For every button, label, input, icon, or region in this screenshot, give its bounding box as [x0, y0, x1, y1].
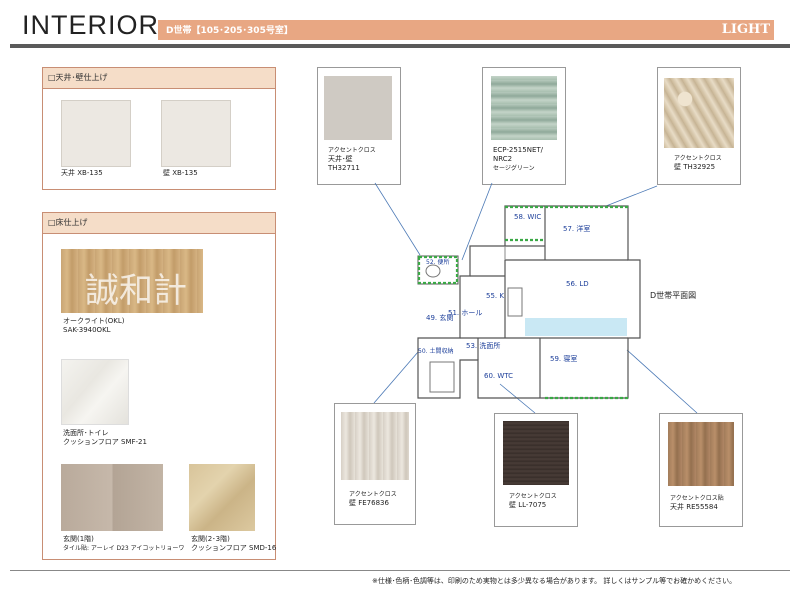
c2-line1: ECP-2515NET/ — [493, 146, 544, 154]
header-rule — [10, 44, 790, 48]
callout-ll7075: アクセントクロス 壁 LL-7075 — [494, 413, 578, 527]
oak-light-line1: オークライト(OKL) — [63, 317, 125, 325]
washroom-floor-swatch — [61, 359, 129, 425]
theme-label: LIGHT — [721, 22, 770, 37]
entrance-1f-line1: 玄関(1階) — [63, 535, 94, 543]
ceiling-swatch-label: 天井 XB-135 — [61, 169, 103, 177]
c2-line2: NRC2 — [493, 155, 513, 163]
c6-line2: 天井 RE55584 — [670, 503, 718, 511]
swatch-th32711 — [324, 76, 392, 140]
c6-line1: アクセントクロス貼 — [670, 495, 724, 502]
footer-rule — [10, 570, 790, 571]
c1-line1: アクセントクロス — [328, 147, 376, 154]
c4-line2: 壁 FE76836 — [349, 499, 389, 507]
page-title: INTERIOR — [22, 10, 160, 40]
swatch-fe76836 — [341, 412, 409, 480]
room-ld: 56. LD — [566, 280, 589, 288]
footer-note: ※仕様･色柄･色調等は、印刷のため実物とは多少異なる場合があります。 詳しくはサ… — [372, 577, 737, 585]
oak-light-swatch: 誠和計 — [61, 249, 203, 313]
washroom-line1: 洗面所･トイレ — [63, 429, 109, 437]
callout-th32711: アクセントクロス 天井･壁 TH32711 — [317, 67, 401, 185]
entrance-2f3f-line2: クッションフロア SMD-16 — [191, 544, 277, 552]
room-kitchen: 55. K — [486, 292, 504, 300]
ceiling-wall-panel: □天井･壁仕上げ 天井 XB-135 壁 XB-135 — [42, 67, 276, 190]
swatch-ecp — [491, 76, 557, 140]
entrance-2f3f-swatch — [189, 464, 255, 531]
callout-fe76836: アクセントクロス 壁 FE76836 — [334, 403, 416, 525]
room-storage: 50. 土間収納 — [418, 348, 454, 355]
callout-ecp: ECP-2515NET/ NRC2 セージグリーン — [482, 67, 566, 185]
leader-lines — [373, 182, 698, 414]
ceiling-wall-heading: □天井･壁仕上げ — [43, 68, 275, 89]
room-western: 57. 洋室 — [563, 225, 591, 233]
c1-line2: 天井･壁 — [328, 155, 353, 163]
c3-line2: 壁 TH32925 — [674, 163, 716, 171]
swatch-th32925 — [664, 78, 734, 148]
room-wtc: 60. WTC — [484, 372, 514, 380]
c5-line1: アクセントクロス — [509, 493, 557, 500]
washroom-line2: クッションフロア SMF-21 — [63, 438, 147, 446]
floor-panel: □床仕上げ 誠和計 オークライト(OKL) SAK-3940OKL 洗面所･トイ… — [42, 212, 276, 560]
c3-line1: アクセントクロス — [674, 155, 722, 162]
wall-swatch-label: 壁 XB-135 — [163, 169, 198, 177]
c2-line3: セージグリーン — [493, 165, 535, 172]
unit-label: D世帯【105･205･305号室】 — [166, 26, 293, 36]
wall-swatch — [161, 100, 231, 167]
entrance-1f-line2: タイル貼: アーレイ D23 アイコットリョーワ — [63, 545, 185, 552]
room-wic: 58. WIC — [514, 213, 542, 221]
room-bedroom: 59. 寝室 — [550, 355, 578, 363]
callout-th32925: アクセントクロス 壁 TH32925 — [657, 67, 741, 185]
entrance-2f3f-line1: 玄関(2･3階) — [191, 535, 230, 543]
c5-line2: 壁 LL-7075 — [509, 501, 547, 509]
watermark: 誠和計 — [85, 271, 187, 311]
room-toilet: 52. 便所 — [426, 259, 450, 266]
room-entrance: 49. 玄関 — [426, 314, 454, 322]
swatch-re55584 — [668, 422, 734, 486]
floor-heading: □床仕上げ — [43, 213, 275, 234]
callout-re55584: アクセントクロス貼 天井 RE55584 — [659, 413, 743, 527]
swatch-ll7075 — [503, 421, 569, 485]
c4-line1: アクセントクロス — [349, 491, 397, 498]
room-hall: 51. ホール — [448, 309, 483, 317]
ceiling-swatch — [61, 100, 131, 167]
room-washroom: 53. 洗面所 — [466, 342, 501, 350]
c1-line3: TH32711 — [328, 164, 360, 172]
entrance-1f-swatch — [61, 464, 163, 531]
header-bar — [158, 20, 774, 40]
floor-plan-title: D世帯平面図 — [650, 291, 697, 300]
oak-light-line2: SAK-3940OKL — [63, 326, 111, 334]
